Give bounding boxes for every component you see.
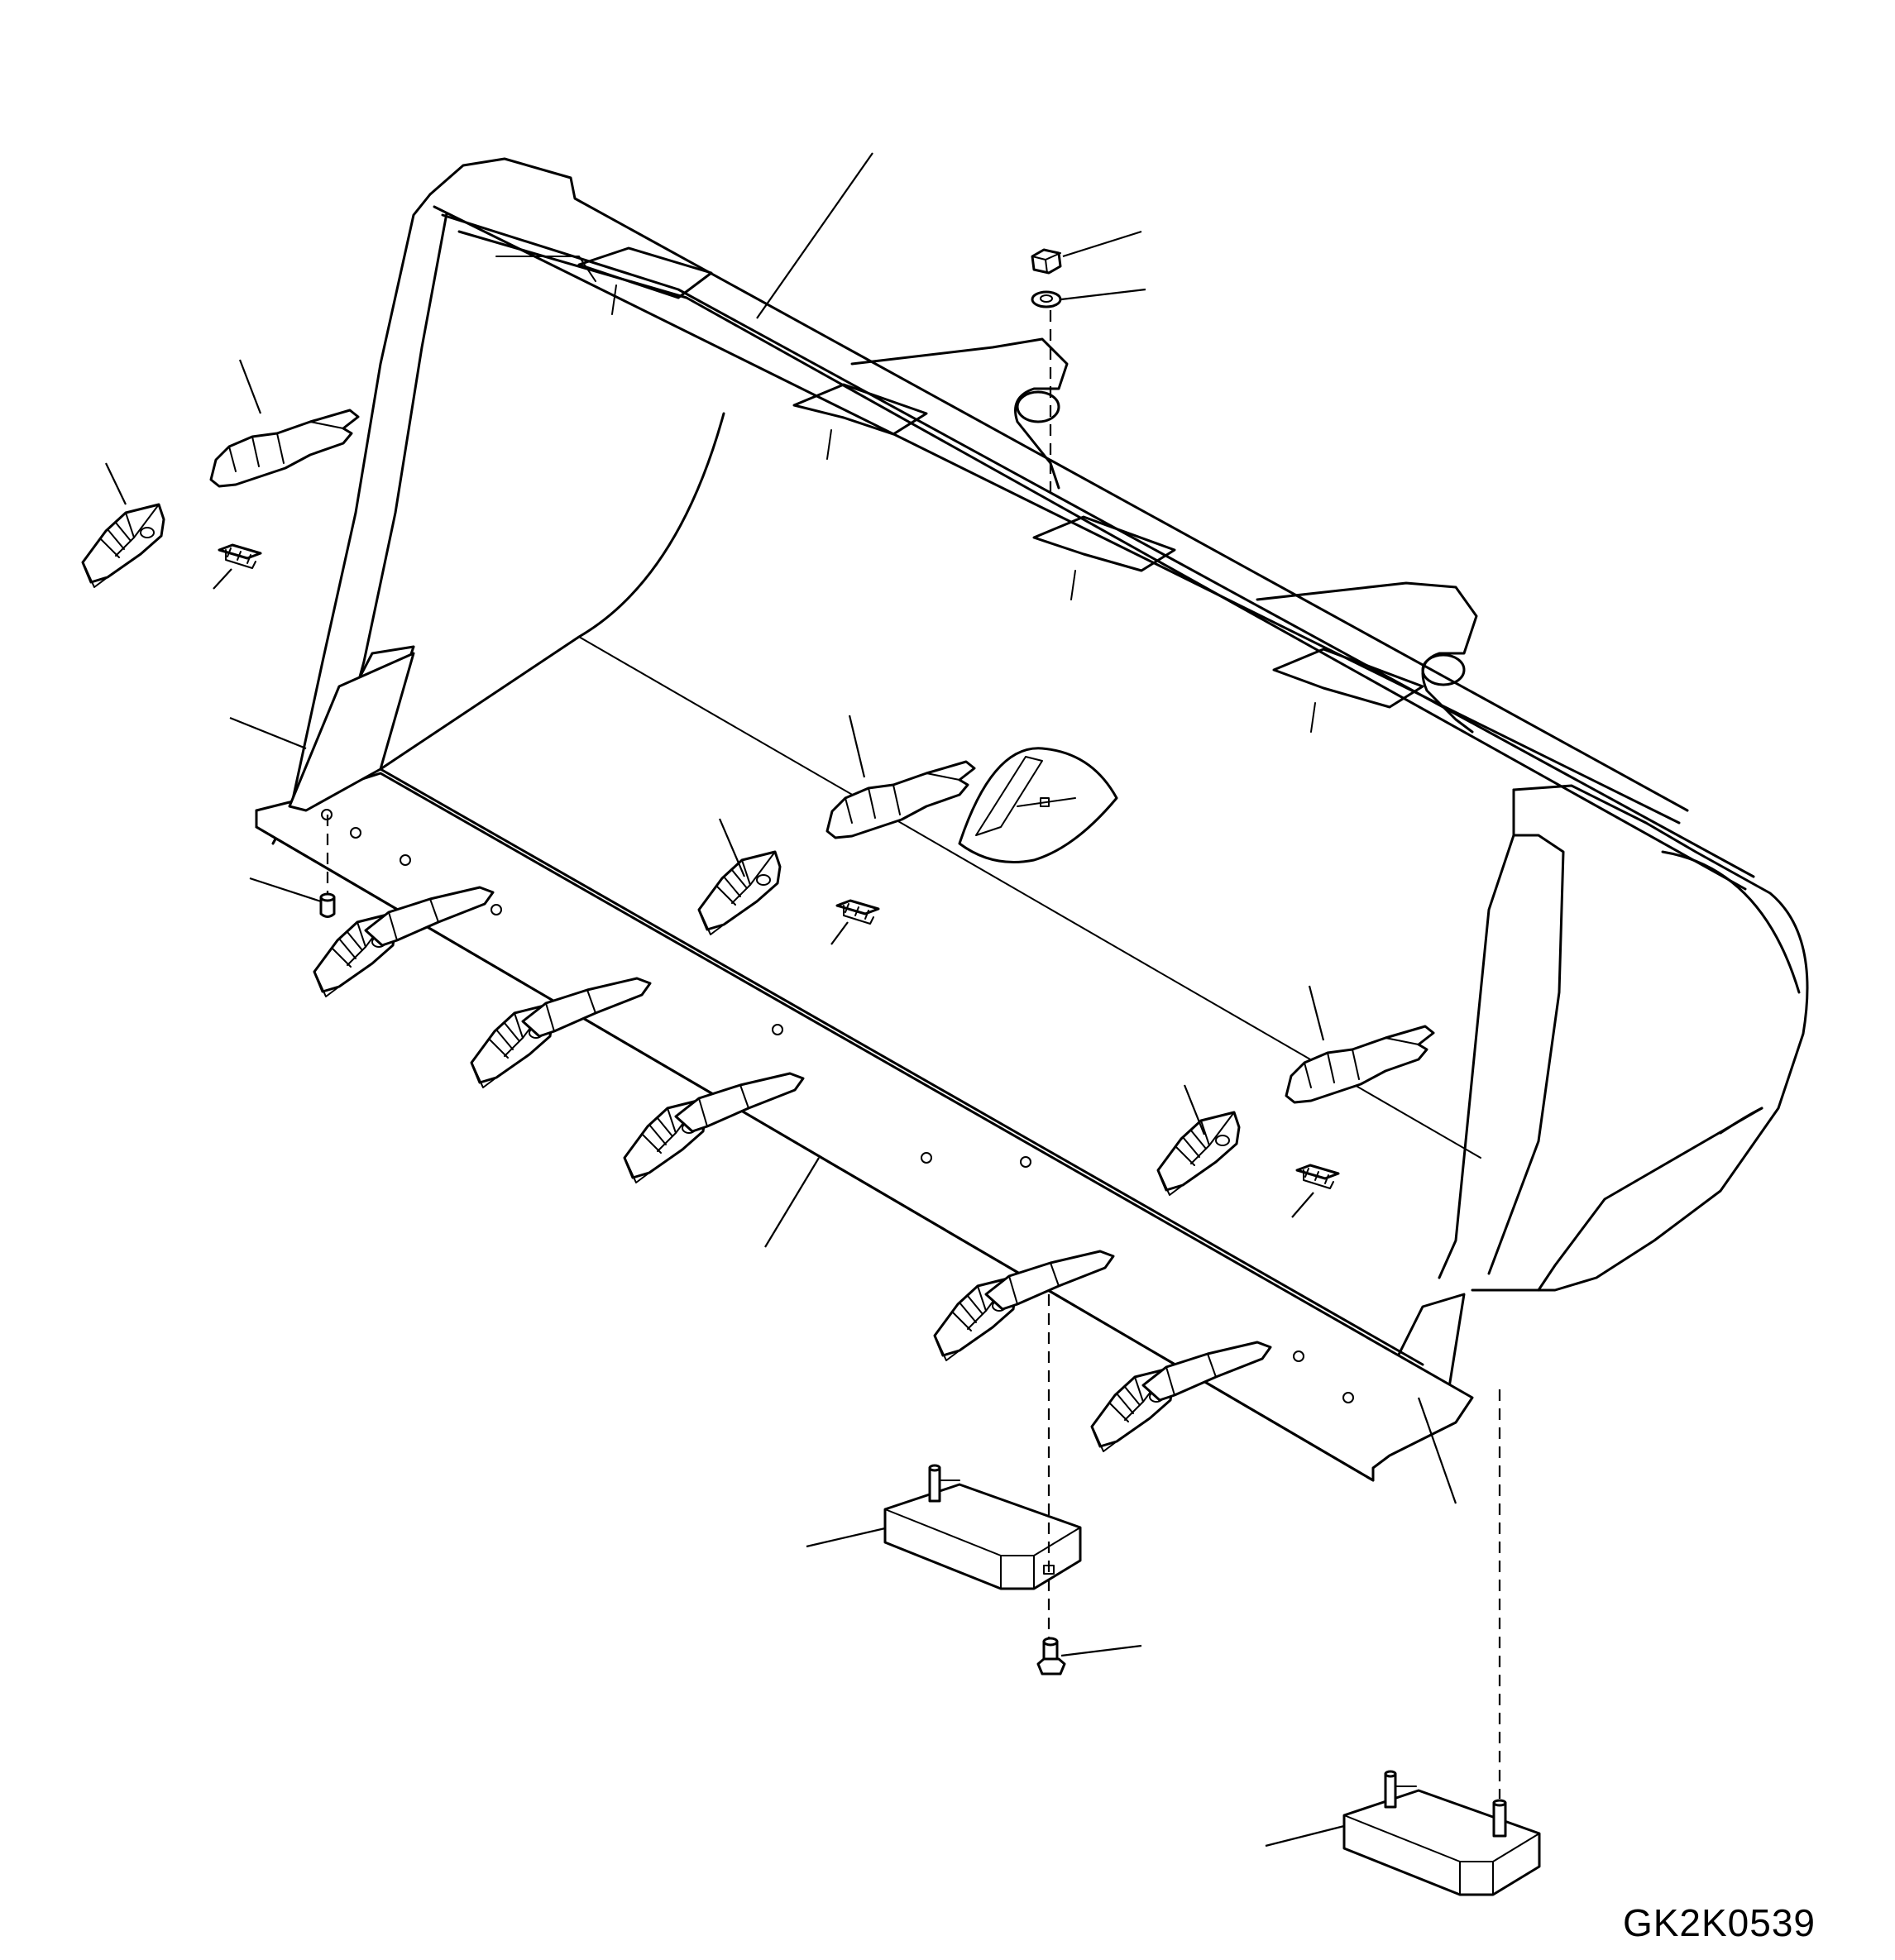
assembly-lines: [326, 310, 1501, 1799]
drawing-code-label: GK2K0539: [1622, 1901, 1816, 1944]
spare-pin-2: [835, 899, 880, 925]
dowel-icon: [319, 892, 336, 918]
nut-icon: [1031, 248, 1062, 275]
spare-adapter-3: [1156, 1111, 1241, 1197]
spare-pin-3: [1295, 1164, 1340, 1190]
side-cutter-left: [288, 652, 415, 812]
cutting-edge: [255, 772, 1474, 1482]
washer-icon: [1031, 290, 1062, 308]
spare-tip-3: [1285, 1025, 1435, 1104]
bolt-icon: [1036, 1637, 1066, 1676]
wear-plate-1: [883, 1464, 1082, 1590]
spare-tip-1: [209, 409, 360, 488]
wear-plate-2: [1342, 1770, 1541, 1896]
leader-lines: [105, 152, 1457, 1848]
spare-adapter-1: [81, 503, 165, 589]
bucket-body: [271, 157, 1809, 1412]
tooth-section-detail: [958, 747, 1118, 863]
spare-pin-1: [218, 543, 262, 570]
spare-tip-2: [825, 760, 976, 839]
